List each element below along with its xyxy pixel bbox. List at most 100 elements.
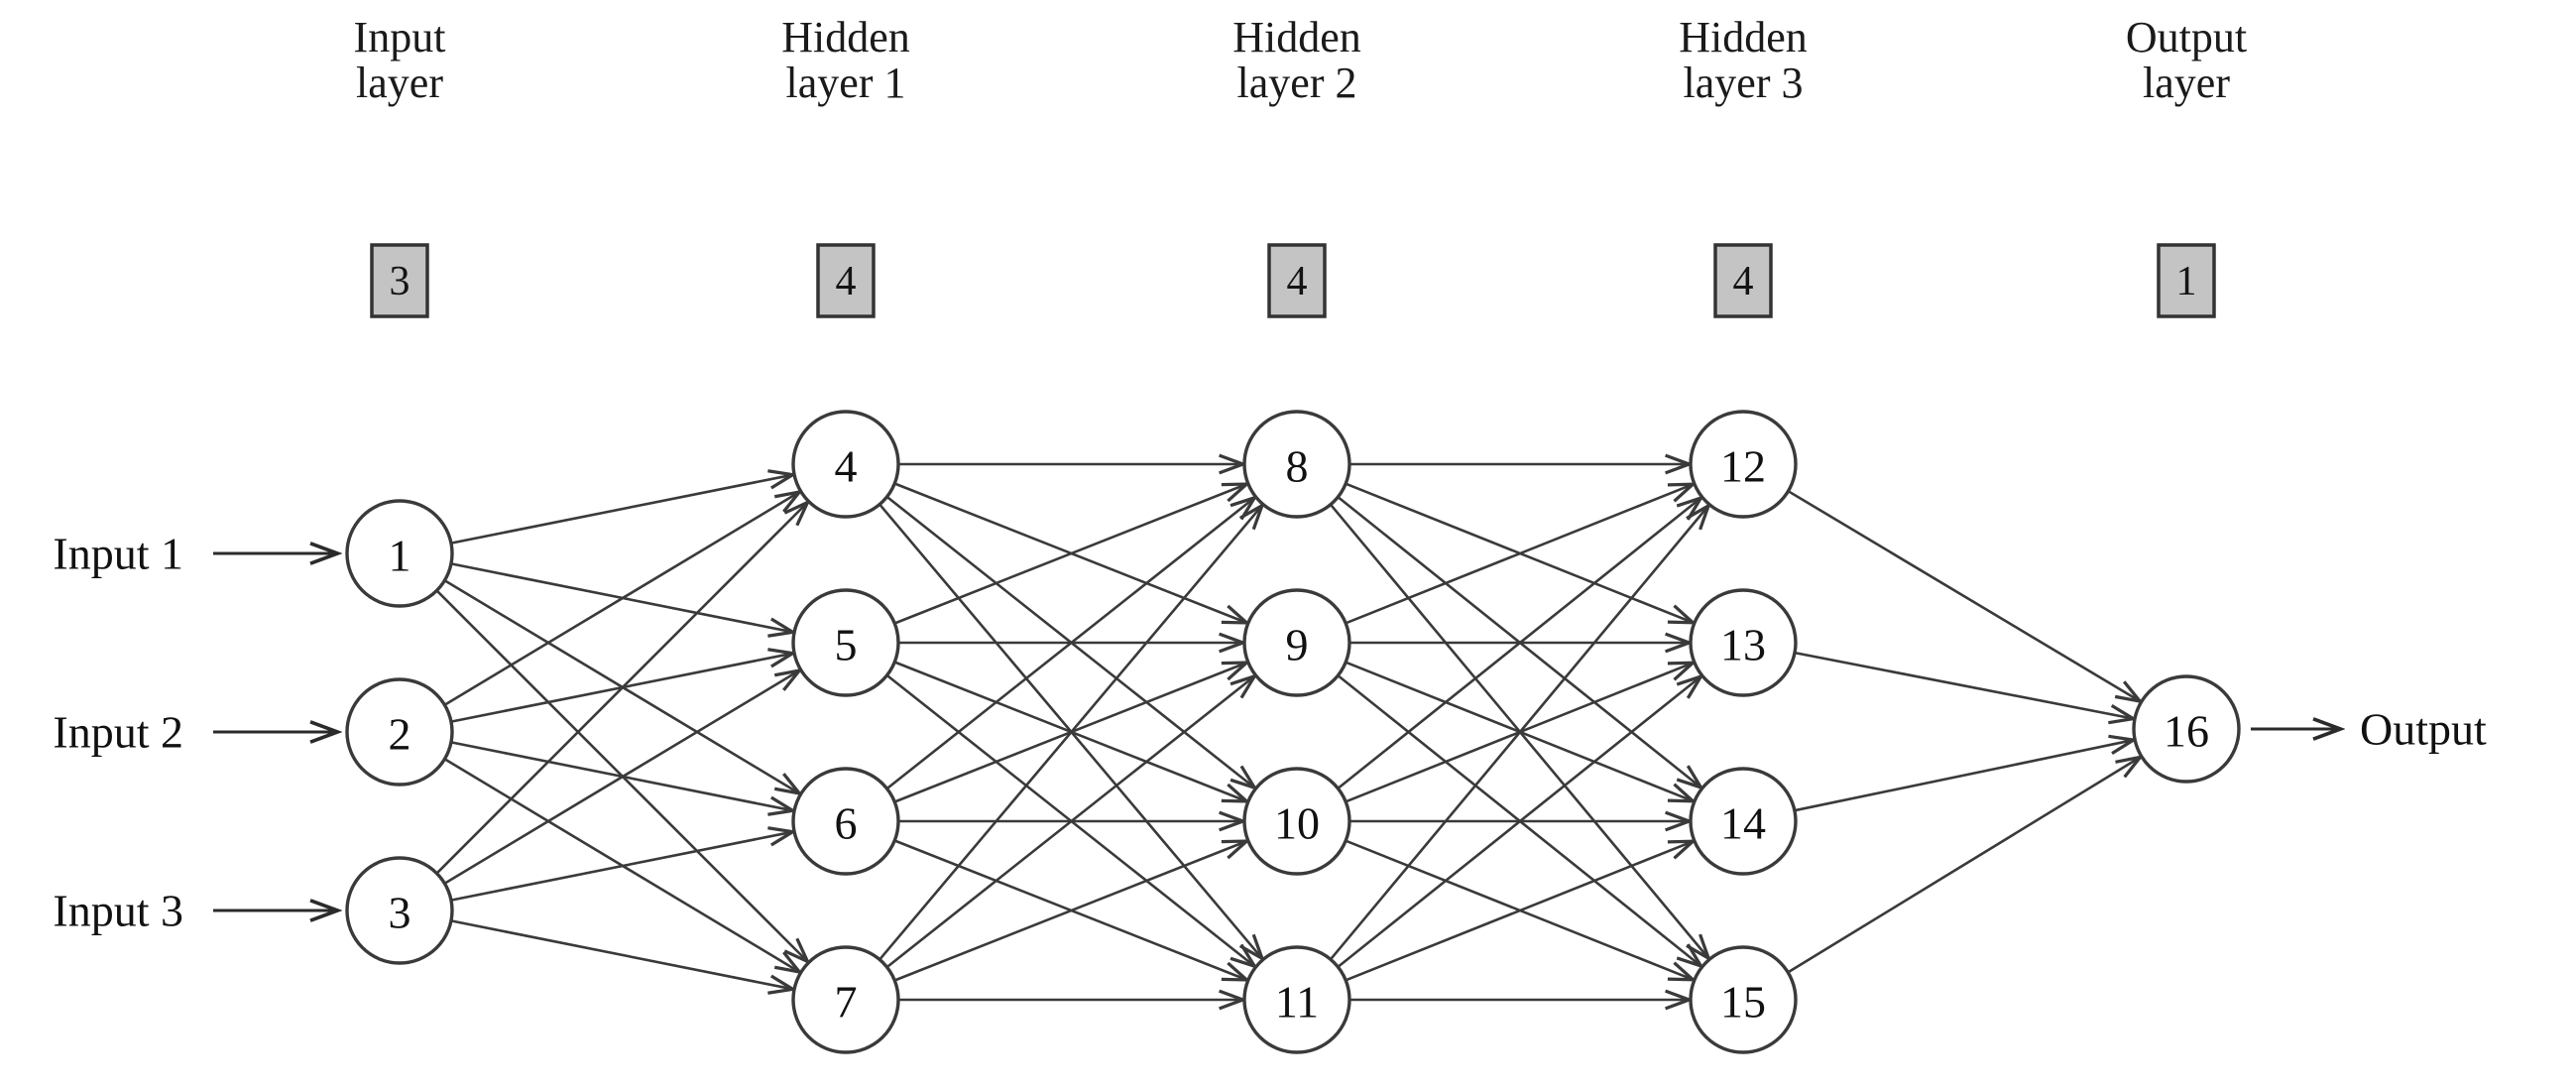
output-label-1: Output [2360,704,2487,755]
layer-title-line2-hidden1: layer 1 [786,59,906,107]
neuron-4: 4 [791,410,900,519]
layer-title-line1-output: Output [2126,13,2247,61]
neuron-circle-3 [345,856,454,965]
edge-1-to-4 [450,475,792,545]
neuron-circle-15 [1689,945,1798,1054]
neuron-label-10: 10 [1274,798,1320,849]
layer-count-value-output: 1 [2176,259,2197,304]
neuron-circle-12 [1689,410,1798,519]
neuron-circle-9 [1242,588,1351,697]
neuron-circle-13 [1689,588,1798,697]
neuron-circle-1 [345,499,454,608]
neuron-circle-8 [1242,410,1351,519]
edge-10-to-12 [1337,498,1700,789]
neuron-label-3: 3 [389,888,411,938]
layer-title-line2-output: layer [2143,59,2230,107]
layer-title-line1-hidden2: Hidden [1232,13,1361,61]
layer-title-line1-hidden1: Hidden [781,13,910,61]
layer-count-badge-hidden1 [816,243,876,318]
neuron-label-15: 15 [1720,977,1766,1028]
neuron-circle-16 [2132,674,2241,784]
neuron-13: 13 [1689,588,1798,697]
layer-count-value-input: 3 [390,259,410,304]
input-label-3: Input 3 [53,886,183,936]
layer-count-badge-input [370,243,429,318]
layer-count-badge-hidden2 [1267,243,1327,318]
edge-3-to-4 [435,503,807,875]
neuron-16: 16 [2132,674,2241,784]
edge-12-to-16 [1787,490,2140,701]
neuron-label-2: 2 [389,709,411,760]
layer-count-badge-hidden3 [1713,243,1773,318]
neuron-1: 1 [345,499,454,608]
neuron-label-5: 5 [835,620,858,670]
edge-13-to-16 [1794,651,2133,718]
layer-count-value-hidden2: 4 [1287,259,1308,304]
neuron-circle-5 [791,588,900,697]
neuron-circle-2 [345,677,454,787]
layer-count-value-hidden3: 4 [1733,259,1754,304]
edge-7-to-8 [878,506,1261,961]
neuron-12: 12 [1689,410,1798,519]
edge-9-to-12 [1345,484,1693,625]
edge-7-to-9 [885,676,1254,969]
neuron-label-14: 14 [1720,798,1766,849]
edge-2-to-4 [443,492,798,706]
edge-3-to-6 [450,832,792,902]
neuron-label-6: 6 [835,798,858,849]
neuron-circle-11 [1242,945,1351,1054]
input-label-2: Input 2 [53,707,183,758]
layer-title-line1-hidden3: Hidden [1679,13,1808,61]
neuron-5: 5 [791,588,900,697]
connection-edges [435,464,2140,1000]
neuron-9: 9 [1242,588,1351,697]
neuron-11: 11 [1242,945,1351,1054]
layer-title-line2-input: layer [356,59,443,107]
neuron-label-16: 16 [2164,706,2209,757]
neuron-circle-10 [1242,767,1351,876]
neuron-label-9: 9 [1286,620,1309,670]
edge-3-to-7 [450,919,792,989]
neuron-3: 3 [345,856,454,965]
layer-title-line2-hidden3: layer 3 [1684,59,1804,107]
neuron-label-7: 7 [835,977,858,1028]
neuron-2: 2 [345,677,454,787]
neuron-label-4: 4 [835,441,858,492]
neuron-label-13: 13 [1720,620,1766,670]
neuron-label-1: 1 [389,531,411,581]
layer-title-line1-input: Input [354,13,446,61]
neuron-15: 15 [1689,945,1798,1054]
edge-11-to-13 [1337,676,1700,968]
edge-15-to-16 [1787,758,2140,974]
edge-7-to-10 [893,841,1246,982]
edge-11-to-12 [1329,506,1708,961]
neuron-circle-14 [1689,767,1798,876]
neuron-label-8: 8 [1286,441,1309,492]
edge-6-to-8 [885,498,1254,790]
neuron-7: 7 [791,945,900,1054]
layer-count-value-hidden1: 4 [836,259,857,304]
layer-title-line2-hidden2: layer 2 [1237,59,1357,107]
neuron-circle-7 [791,945,900,1054]
neuron-6: 6 [791,767,900,876]
neuron-circle-4 [791,410,900,519]
neuron-circle-6 [791,767,900,876]
layer-count-badge-output [2157,243,2216,318]
edge-3-to-5 [443,670,798,885]
neuron-10: 10 [1242,767,1351,876]
neuron-8: 8 [1242,410,1351,519]
edge-14-to-16 [1794,740,2133,812]
neuron-14: 14 [1689,767,1798,876]
neuron-label-12: 12 [1720,441,1766,492]
edge-11-to-14 [1345,841,1693,982]
